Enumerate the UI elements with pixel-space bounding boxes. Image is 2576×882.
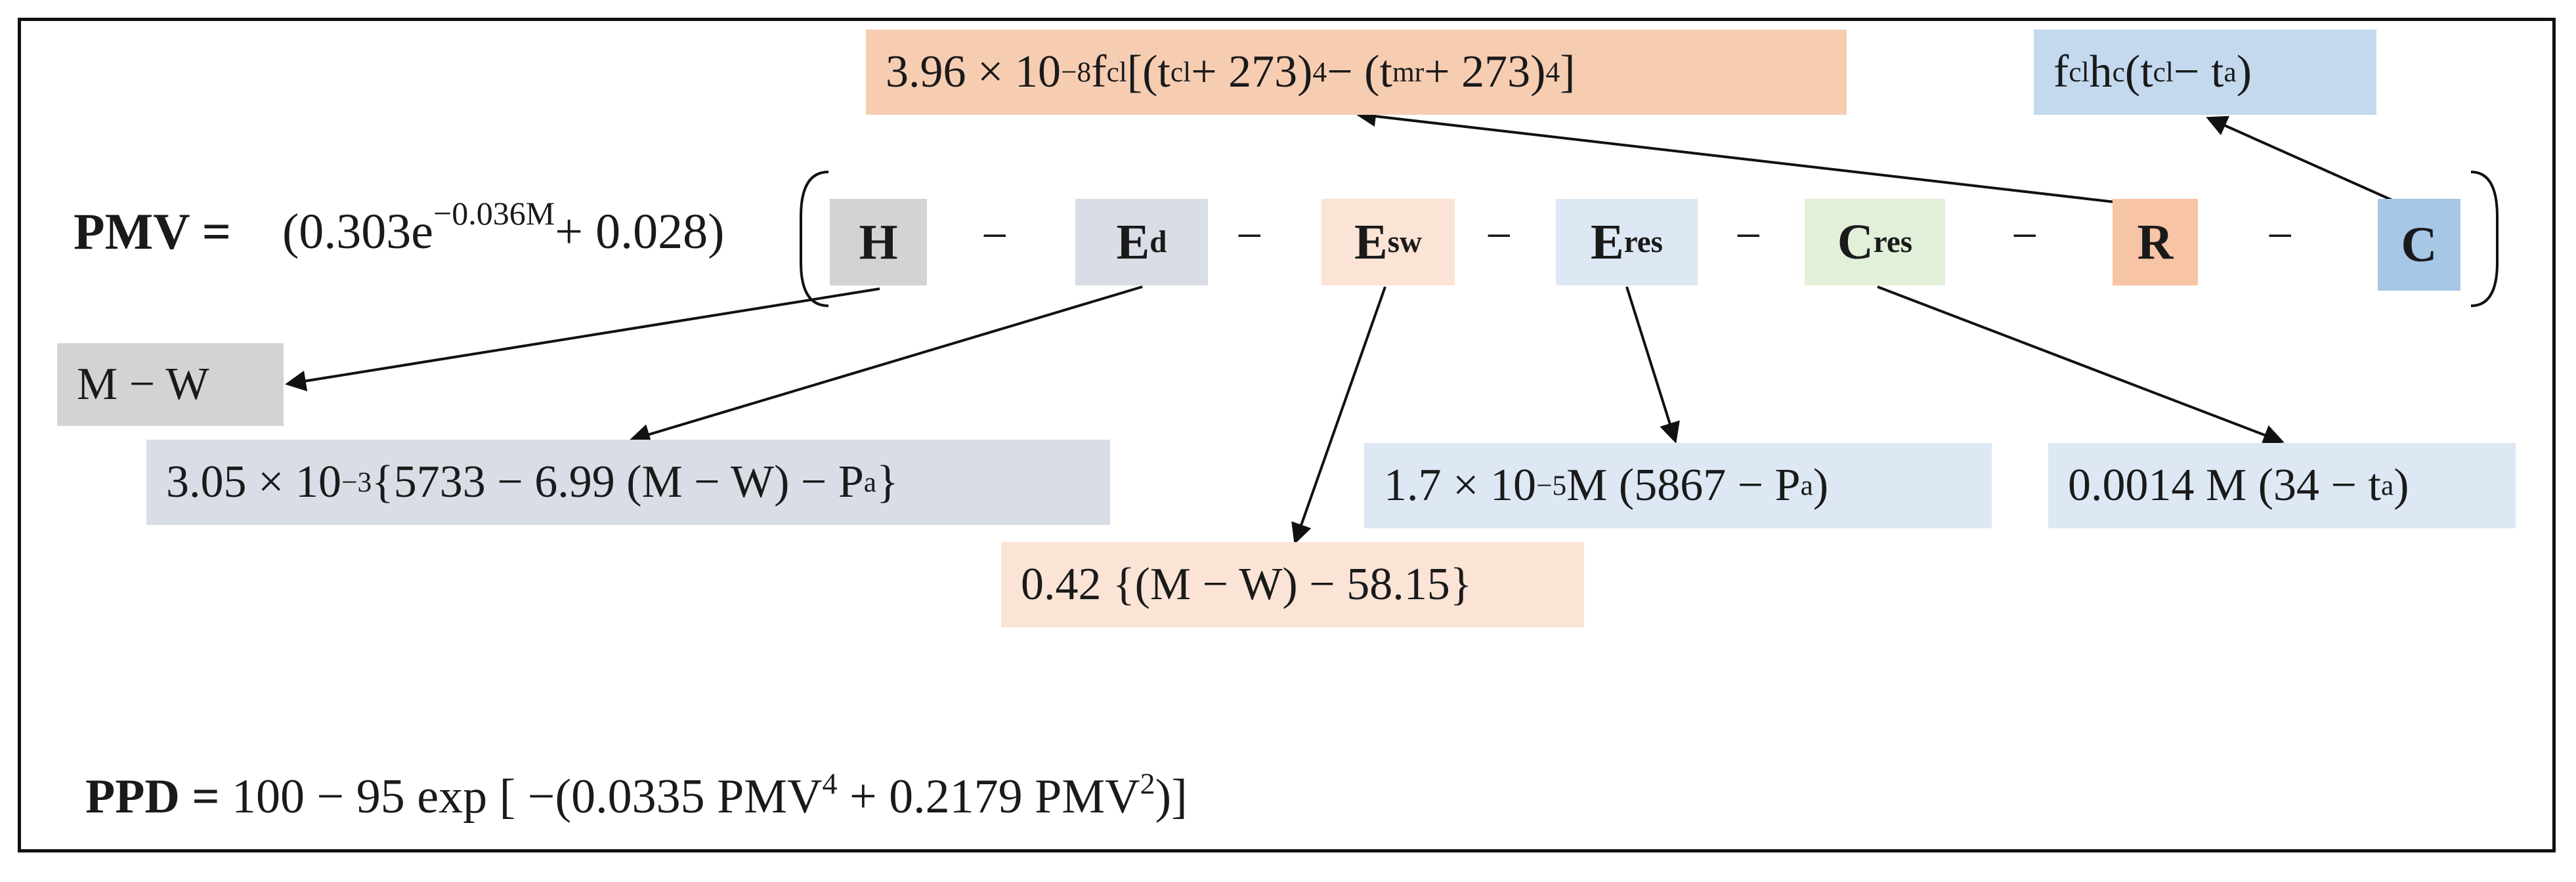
arrow-h bbox=[285, 287, 880, 392]
minus-1: − bbox=[981, 209, 1008, 262]
minus-3: − bbox=[1486, 209, 1513, 262]
pmv-prefix-open: (0.303e bbox=[282, 204, 434, 259]
formula-heat-production: M − W bbox=[57, 343, 284, 426]
ppd-equation: PPD = 100 − 95 exp [ −(0.0335 PMV4 + 0.2… bbox=[85, 766, 1188, 824]
ppd-label: PPD = bbox=[85, 770, 220, 824]
term-c: C bbox=[2378, 199, 2460, 291]
paren-right bbox=[2470, 171, 2499, 307]
pmv-prefix: (0.303e−0.036M+ 0.028) bbox=[282, 197, 725, 261]
paren-left bbox=[800, 171, 829, 307]
minus-4: − bbox=[1735, 209, 1762, 262]
arrow-cres bbox=[1877, 285, 2285, 445]
pmv-prefix-close: + 0.028) bbox=[555, 204, 725, 259]
term-r: R bbox=[2113, 199, 2198, 285]
arrow-ed bbox=[629, 285, 1143, 445]
arrow-esw bbox=[1291, 286, 1386, 545]
arrow-c bbox=[2206, 116, 2393, 201]
arrow-eres bbox=[1625, 286, 1680, 444]
minus-2: − bbox=[1236, 209, 1263, 262]
pmv-exponent: −0.036M bbox=[433, 195, 555, 232]
minus-5: − bbox=[2011, 209, 2038, 262]
arrow-r bbox=[1355, 106, 2128, 205]
minus-6: − bbox=[2267, 209, 2294, 262]
formula-sweating: 0.42 {(M − W) − 58.15} bbox=[1001, 542, 1584, 627]
term-h: H bbox=[830, 199, 927, 285]
pmv-label: PMV = bbox=[74, 203, 232, 260]
diagram-frame bbox=[18, 18, 2556, 852]
